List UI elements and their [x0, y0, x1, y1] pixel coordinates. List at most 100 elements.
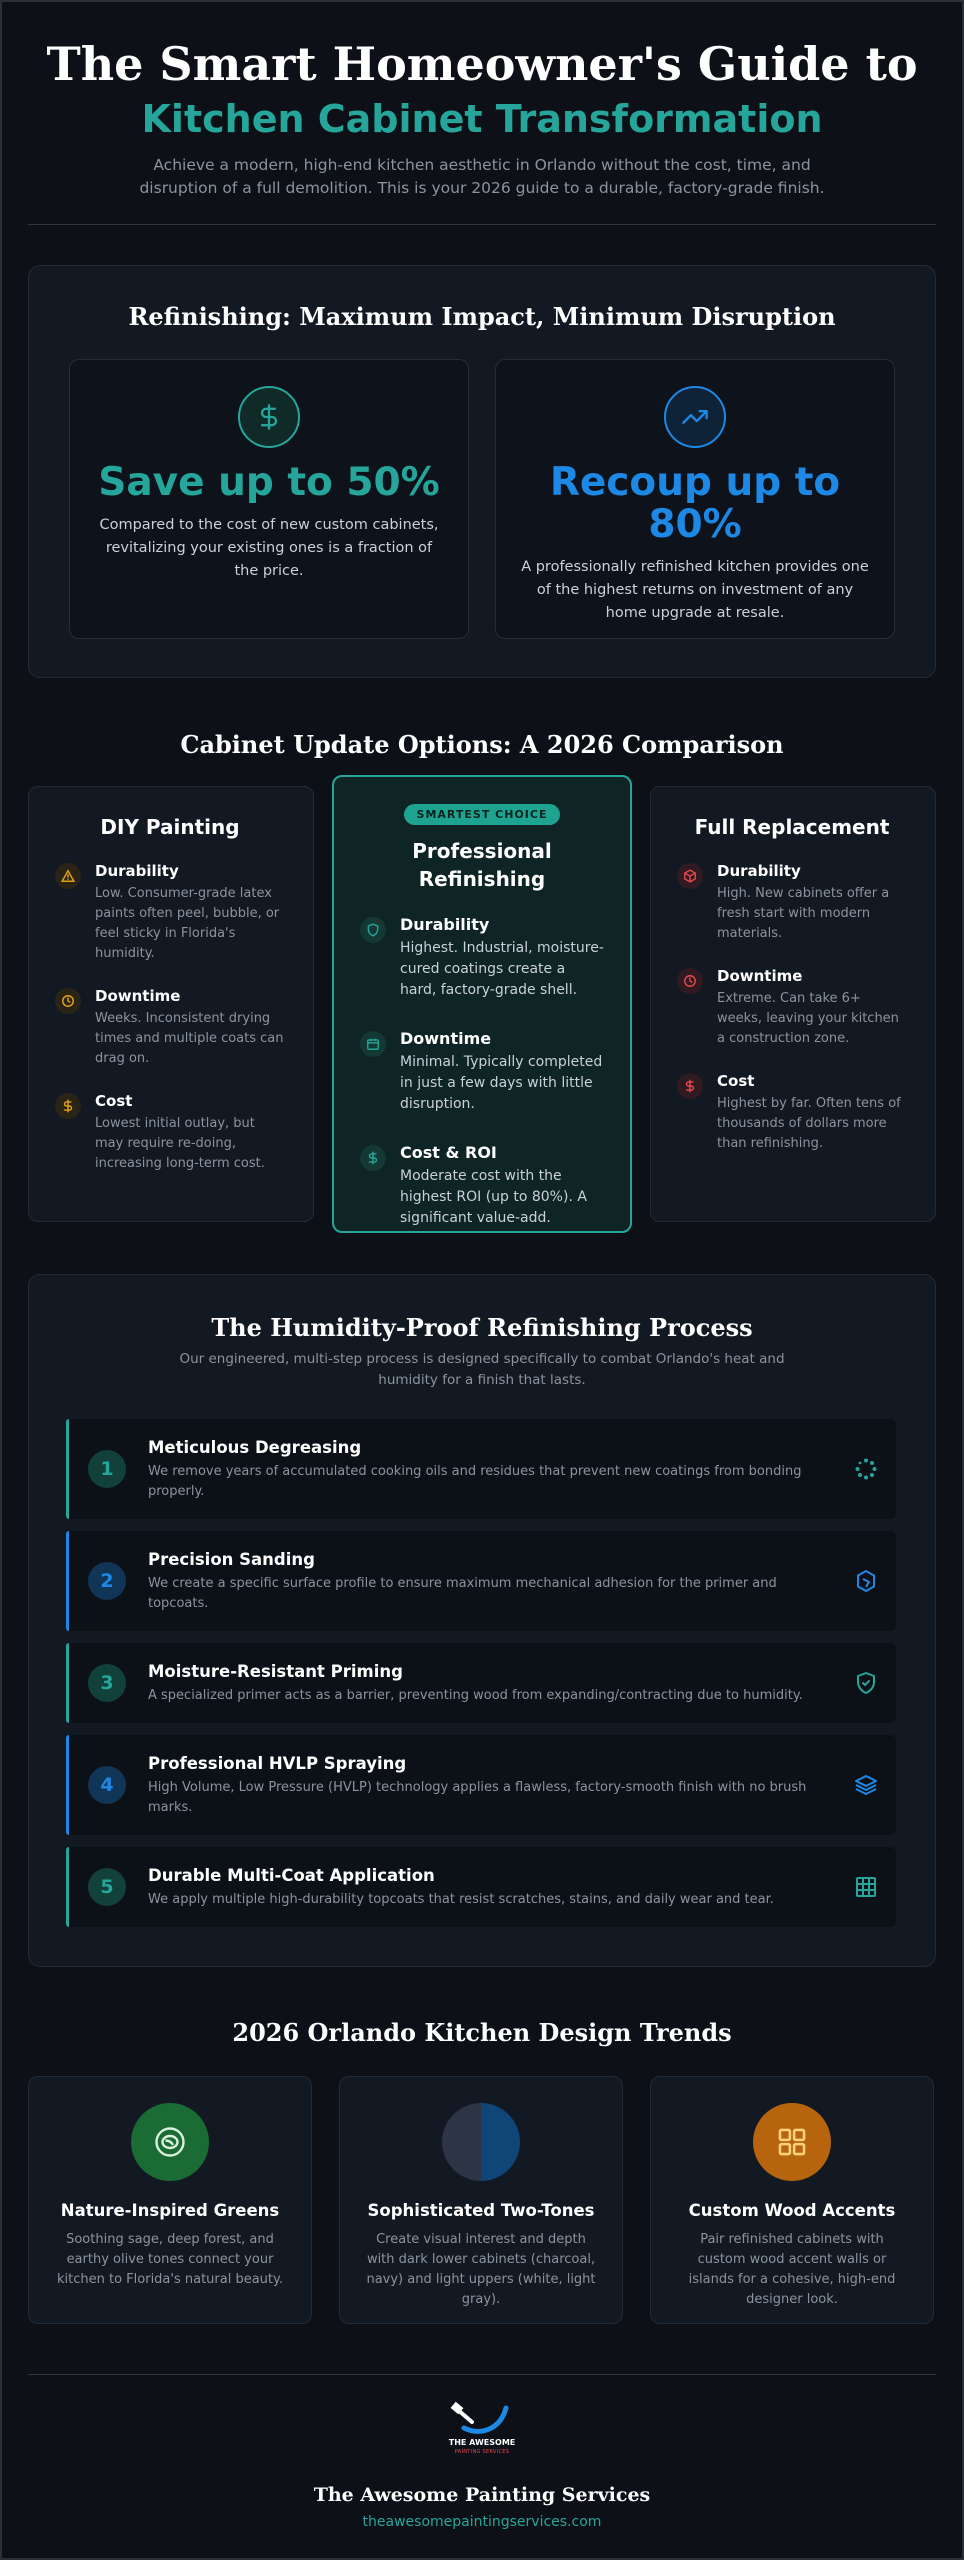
sanding-block-icon [854, 1569, 878, 1593]
dollar-icon [360, 1145, 386, 1171]
calendar-icon [360, 1031, 386, 1057]
row-text: Extreme. Can take 6+ weeks, leaving your… [717, 991, 899, 1046]
layers-icon [854, 1773, 878, 1797]
trends-title: 2026 Orlando Kitchen Design Trends [232, 2018, 732, 2047]
pro-card: SMARTEST CHOICE Professional Refinishing… [332, 775, 632, 1233]
process-step: 1 Meticulous Degreasing We remove years o… [66, 1419, 896, 1519]
dollar-icon [55, 1093, 81, 1119]
row-text: Minimal. Typically completed in just a f… [400, 1054, 603, 1112]
row-label: Cost [717, 1072, 755, 1090]
spinner-icon [854, 1457, 878, 1481]
trend-title: Custom Wood Accents [688, 2201, 896, 2220]
roi-text: A professionally refinished kitchen prov… [521, 559, 869, 621]
trend-card-wood: Custom Wood Accents Pair refinished cabi… [650, 2076, 934, 2324]
row-label: Downtime [400, 1029, 492, 1048]
row-label: Durability [717, 862, 801, 880]
row-text: High. New cabinets offer a fresh start w… [717, 886, 890, 941]
step-number: 3 [88, 1664, 126, 1702]
row-text: Highest by far. Often tens of thousands … [717, 1096, 901, 1151]
row-label: Durability [400, 915, 490, 934]
step-number: 4 [88, 1766, 126, 1804]
row-label: Downtime [717, 967, 803, 985]
website-link[interactable]: theawesomepaintingservices.com [362, 2514, 602, 2530]
step-text: We create a specific surface profile to … [148, 1575, 777, 1611]
savings-card: Save up to 50% Compared to the cost of n… [69, 359, 469, 639]
step-text: We apply multiple high-durability topcoa… [148, 1891, 774, 1907]
step-text: High Volume, Low Pressure (HVLP) technol… [148, 1779, 807, 1815]
row-text: Weeks. Inconsistent drying times and mul… [95, 1011, 284, 1066]
page-subtitle: Kitchen Cabinet Transformation [141, 97, 823, 141]
trending-up-icon [664, 386, 726, 448]
process-step: 5 Durable Multi-Coat Application We apply… [66, 1847, 896, 1927]
pro-cost-row: Cost & ROI Moderate cost with the highest… [360, 1143, 604, 1229]
pro-title: Professional Refinishing [412, 839, 552, 891]
page-title: The Smart Homeowner's Guide to [46, 37, 918, 91]
row-label: Cost & ROI [400, 1143, 497, 1162]
step-title: Precision Sanding [148, 1549, 315, 1569]
trend-text: Pair refinished cabinets with custom woo… [688, 2232, 896, 2307]
row-text: Highest. Industrial, moisture-cured coat… [400, 940, 604, 998]
process-subtitle: Our engineered, multi-step process is de… [179, 1351, 785, 1388]
row-text: Moderate cost with the highest ROI (up t… [400, 1168, 587, 1226]
step-number: 1 [88, 1450, 126, 1488]
trend-card-two-tones: Sophisticated Two-Tones Create visual in… [339, 2076, 623, 2324]
process-title: The Humidity-Proof Refinishing Process [211, 1313, 753, 1342]
warning-icon [55, 863, 81, 889]
box-icon [677, 863, 703, 889]
step-title: Professional HVLP Spraying [148, 1753, 407, 1773]
hero: The Smart Homeowner's Guide to Kitchen C… [28, 36, 936, 200]
company-logo: THE AWESOME PAINTING SERVICES [442, 2400, 522, 2464]
row-label: Cost [95, 1092, 133, 1110]
two-tone-icon [442, 2103, 520, 2181]
step-text: We remove years of accumulated cooking o… [148, 1463, 802, 1499]
leaf-icon [131, 2103, 209, 2181]
savings-text: Compared to the cost of new custom cabin… [99, 517, 439, 579]
shield-icon [360, 917, 386, 943]
trend-text: Soothing sage, deep forest, and earthy o… [57, 2232, 283, 2287]
step-title: Moisture-Resistant Priming [148, 1661, 403, 1681]
trend-title: Sophisticated Two-Tones [367, 2201, 595, 2220]
grid-icon [854, 1875, 878, 1899]
intro-text: Achieve a modern, high-end kitchen aesth… [139, 156, 825, 197]
wood-grid-icon [753, 2103, 831, 2181]
row-text: Low. Consumer-grade latex paints often p… [95, 886, 280, 961]
shield-check-icon [854, 1671, 878, 1695]
step-number: 5 [88, 1868, 126, 1906]
diy-title: DIY Painting [100, 815, 240, 839]
divider [28, 224, 936, 225]
trend-title: Nature-Inspired Greens [60, 2201, 280, 2220]
row-label: Downtime [95, 987, 181, 1005]
comparison-title: Cabinet Update Options: A 2026 Compariso… [180, 730, 784, 759]
row-label: Durability [95, 862, 179, 880]
roi-card: Recoup up to 80% A professionally refini… [495, 359, 895, 639]
footer: THE AWESOME PAINTING SERVICES The Awesom… [0, 2400, 964, 2530]
refinishing-panel: Refinishing: Maximum Impact, Minimum Dis… [28, 265, 936, 678]
company-name: The Awesome Painting Services [313, 2484, 651, 2506]
savings-headline: Save up to 50% [98, 460, 440, 505]
refinishing-title: Refinishing: Maximum Impact, Minimum Dis… [128, 302, 836, 331]
logo-text: THE AWESOME [448, 2438, 516, 2447]
roi-headline: Recoup up to 80% [549, 460, 841, 547]
clock-icon [677, 968, 703, 994]
step-title: Durable Multi-Coat Application [148, 1865, 435, 1885]
footer-divider [28, 2374, 936, 2375]
trend-text: Create visual interest and depth with da… [366, 2232, 596, 2307]
step-title: Meticulous Degreasing [148, 1437, 362, 1457]
trend-card-greens: Nature-Inspired Greens Soothing sage, de… [28, 2076, 312, 2324]
clock-icon [55, 988, 81, 1014]
smartest-choice-badge: SMARTEST CHOICE [403, 804, 561, 825]
replacement-title: Full Replacement [694, 815, 890, 839]
